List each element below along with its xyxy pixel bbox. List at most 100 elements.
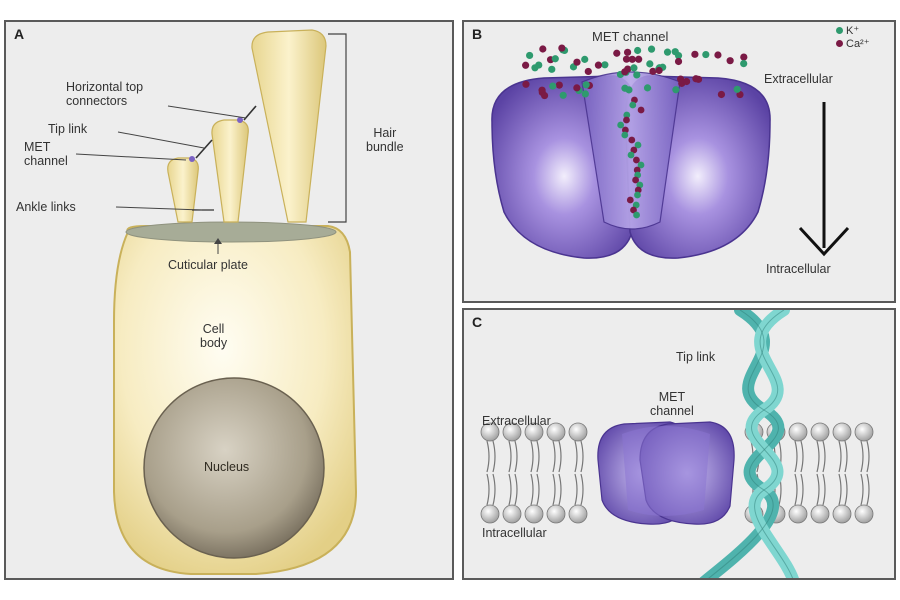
ion-particle	[633, 166, 641, 174]
ion-particle	[594, 61, 603, 69]
leader-met-channel	[75, 153, 187, 161]
lipid-tail	[514, 440, 518, 473]
leader-top-connectors	[167, 105, 247, 119]
lipid-head	[788, 422, 808, 442]
tip-link-1	[195, 139, 213, 159]
hair-bundle-bracket	[328, 33, 347, 223]
ion-legend: K⁺ Ca²⁺	[836, 24, 870, 50]
ion-particle	[621, 126, 629, 134]
ion-particle	[540, 91, 549, 100]
ion-particle	[548, 65, 556, 73]
legend-label-calcium: Ca²⁺	[846, 37, 870, 50]
lipid-tail	[816, 473, 820, 506]
lipid-tail	[558, 440, 562, 473]
ion-particle	[555, 81, 563, 89]
label-tip-link: Tip link	[48, 122, 88, 136]
label-cuticular-plate: Cuticular plate	[168, 258, 248, 272]
ion-particle	[663, 48, 672, 56]
lipid-tail	[514, 473, 518, 506]
lipid-tail	[580, 473, 584, 506]
ion-particle	[674, 51, 683, 60]
ion-particle	[522, 80, 530, 88]
lipid-tail	[552, 440, 556, 473]
ion-particle	[726, 57, 734, 65]
ion-particle	[581, 55, 589, 63]
cuticular-plate-shape	[125, 221, 337, 243]
lipid-head	[524, 504, 544, 524]
ion-particle	[539, 45, 547, 53]
ion-particle	[628, 55, 636, 63]
ion-particle	[632, 176, 639, 184]
lipid-tail	[558, 473, 562, 506]
panel-a: A Horizontal top connectors Tip link MET…	[4, 20, 454, 580]
direction-arrow-head	[798, 226, 850, 257]
ion-particle	[633, 156, 640, 164]
ion-particle	[683, 77, 691, 86]
panel-c-letter: C	[472, 314, 483, 330]
stereocilium-medium	[211, 119, 249, 223]
ion-particle	[573, 58, 581, 66]
ion-particle	[621, 131, 629, 139]
ion-particle	[617, 121, 625, 129]
ion-particle	[627, 151, 635, 159]
ion-particles	[522, 44, 748, 219]
ion-particle	[733, 85, 741, 93]
panel-b-title: MET channel	[592, 29, 669, 44]
ion-particle	[559, 91, 567, 99]
lipid-tail	[800, 473, 804, 506]
ion-particle	[526, 51, 534, 60]
lipid-tail	[860, 440, 864, 473]
ion-particle	[637, 106, 645, 114]
label-intracellular-b: Intracellular	[766, 262, 831, 276]
ion-particle	[634, 46, 642, 55]
label-extracellular-b: Extracellular	[764, 72, 833, 86]
legend-swatch-potassium	[836, 27, 843, 34]
lipid-tail	[486, 473, 490, 506]
panel-b: B MET channel Extracellular Intracellula…	[462, 20, 896, 303]
lipid-head	[546, 422, 566, 442]
ion-particle	[655, 66, 663, 75]
label-intracellular-c: Intracellular	[482, 526, 547, 540]
ion-particle	[613, 49, 621, 57]
ion-particle	[630, 64, 638, 72]
lipid-tail	[492, 440, 496, 473]
lipid-head	[788, 504, 808, 524]
legend-item-calcium: Ca²⁺	[836, 37, 870, 50]
ion-particle	[551, 55, 559, 63]
lipid-tail	[552, 473, 556, 506]
ion-particle	[582, 81, 590, 89]
lipid-tail	[816, 440, 820, 473]
ion-particle	[626, 196, 634, 204]
ion-particle	[630, 206, 637, 214]
ion-particle	[633, 71, 641, 79]
ion-particle	[647, 45, 656, 53]
ion-particle	[623, 111, 631, 119]
label-cell-body: Cell body	[200, 322, 228, 350]
ion-particle	[635, 55, 643, 63]
label-extracellular-c: Extracellular	[482, 414, 551, 428]
ion-particle	[643, 84, 652, 92]
ion-particle	[646, 60, 654, 68]
lipid-head	[832, 422, 852, 442]
ion-particle	[672, 86, 680, 94]
ion-particle	[633, 211, 640, 219]
lipid-head	[854, 504, 874, 524]
ion-particle	[624, 65, 632, 73]
lipid-head	[502, 504, 522, 524]
legend-label-potassium: K⁺	[846, 24, 860, 37]
ion-particle	[629, 101, 637, 109]
met-channel-c	[597, 421, 735, 525]
lipid-tail	[574, 473, 578, 506]
lipid-head	[810, 422, 830, 442]
lipid-head	[480, 422, 500, 442]
leader-tip-link	[117, 131, 205, 149]
ion-particle	[623, 48, 632, 56]
ion-particle	[581, 90, 589, 98]
leader-ankle-links	[115, 206, 203, 211]
ion-particle	[702, 50, 710, 59]
label-met-channel-c: MET channel	[650, 390, 694, 418]
label-met-channel: MET channel	[24, 140, 68, 168]
stereocilium-tall	[251, 29, 327, 223]
lipid-head	[832, 504, 852, 524]
met-channel-illustration	[491, 44, 850, 259]
